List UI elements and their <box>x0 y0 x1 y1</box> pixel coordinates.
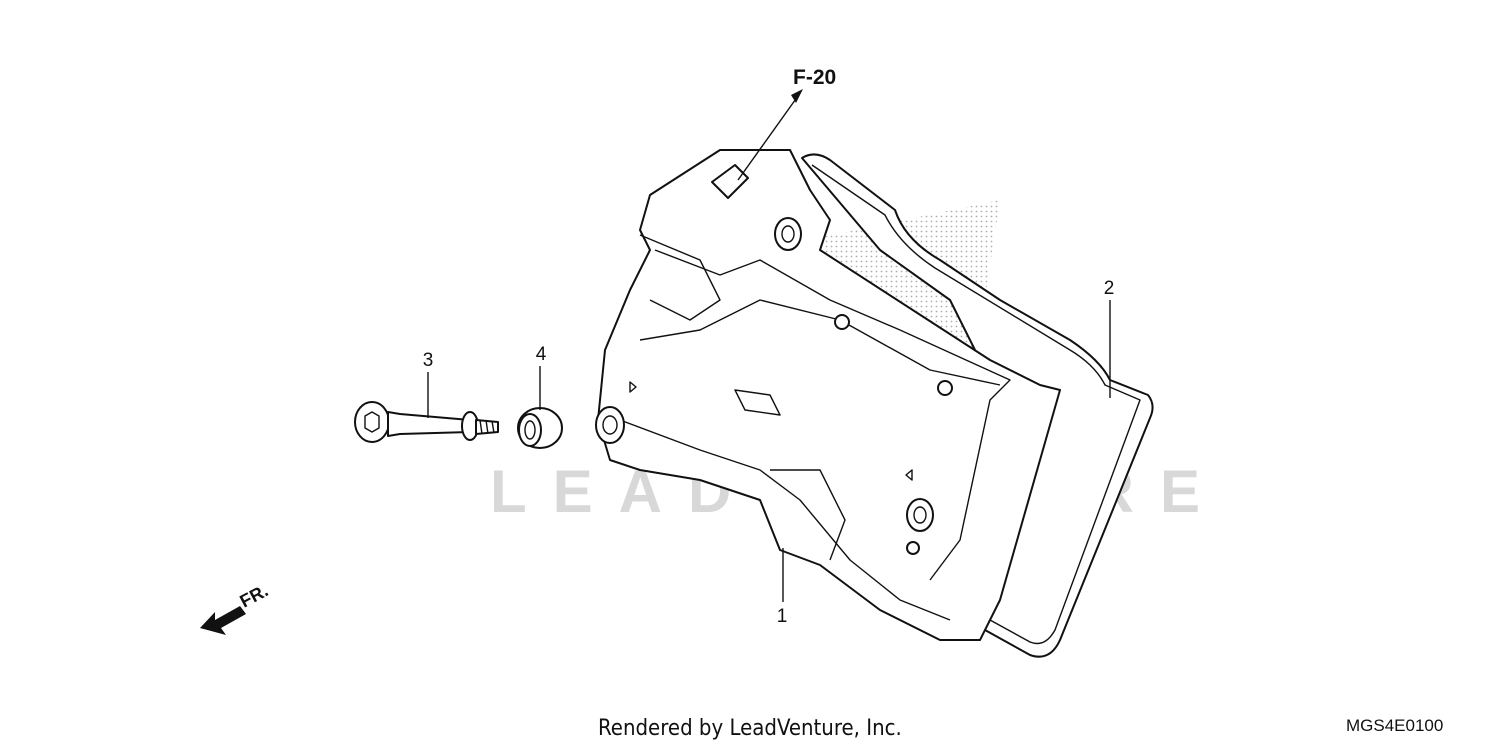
bolt-part-3[interactable] <box>354 401 499 443</box>
diagram-code: MGS4E0100 <box>1346 716 1444 735</box>
cylinder-head-cover-part-1[interactable] <box>595 149 1061 641</box>
front-label: FR. <box>236 580 271 611</box>
reference-label-f20[interactable]: F-20 <box>793 66 836 89</box>
mount-boss-left <box>595 406 625 444</box>
mount-boss-top <box>774 217 802 251</box>
callout-1[interactable]: 1 <box>777 606 788 627</box>
mount-boss-bottom <box>906 498 934 532</box>
footer-credit: Rendered by LeadVenture, Inc. <box>598 716 902 741</box>
front-arrow-icon <box>200 606 246 635</box>
gasket-part-2[interactable] <box>801 153 1154 658</box>
front-direction-indicator: FR. <box>200 580 271 635</box>
washer-part-4[interactable] <box>517 407 563 449</box>
callout-2[interactable]: 2 <box>1104 278 1115 299</box>
callout-3[interactable]: 3 <box>423 350 434 371</box>
callout-4[interactable]: 4 <box>536 344 547 365</box>
leader-lines <box>427 89 1111 602</box>
